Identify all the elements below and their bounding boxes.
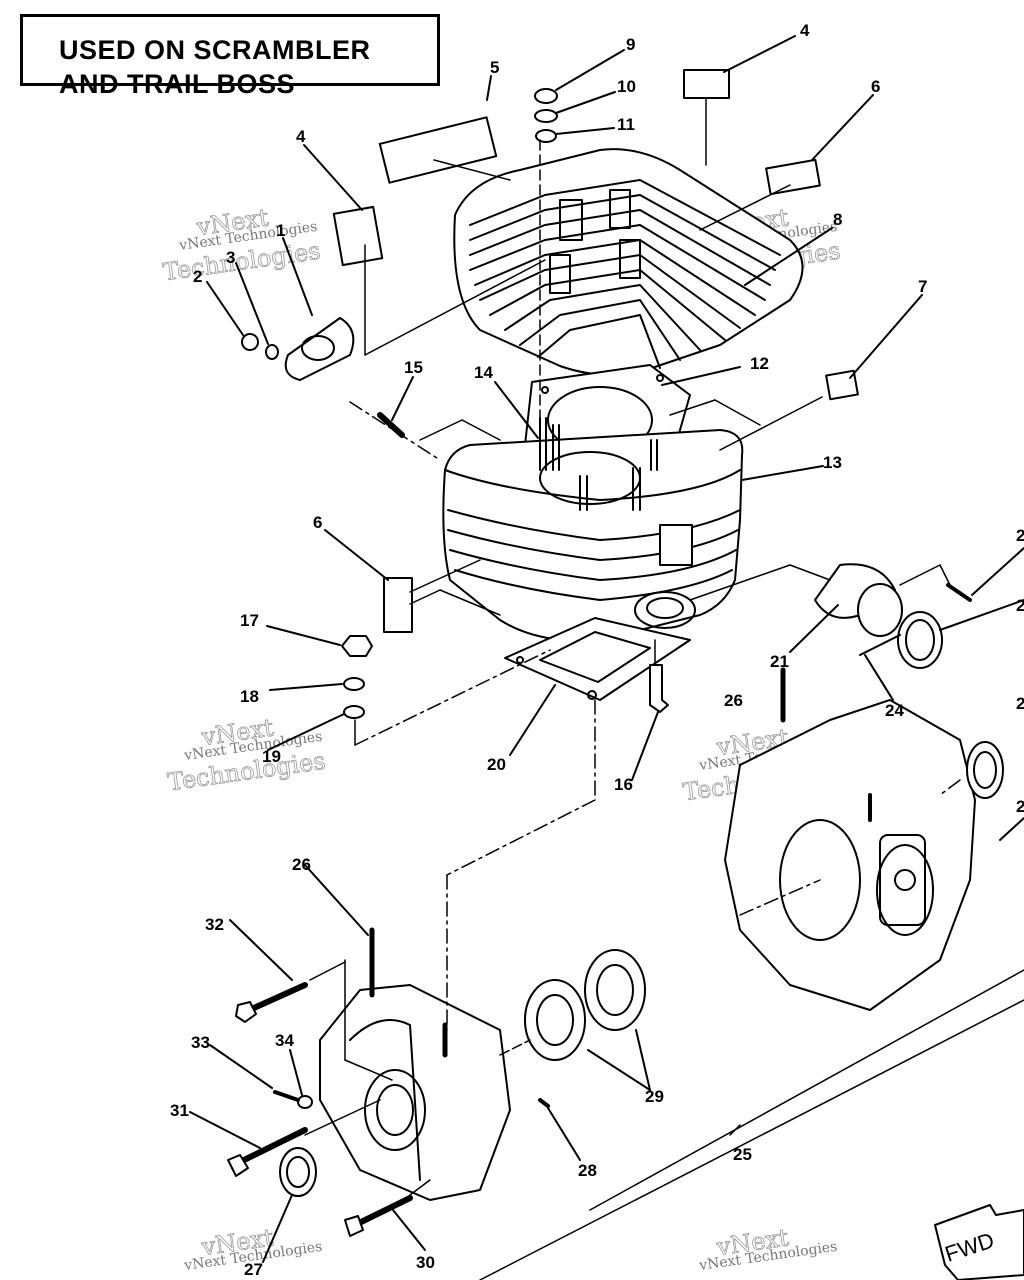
bolts-group bbox=[227, 982, 550, 1237]
callout-16: 16 bbox=[614, 775, 633, 794]
callout-3: 3 bbox=[226, 248, 235, 267]
callout-1: 1 bbox=[276, 221, 285, 240]
intake-group bbox=[814, 563, 972, 669]
callout-33: 33 bbox=[191, 1033, 210, 1052]
callout-11: 11 bbox=[617, 115, 635, 134]
callout-20: 20 bbox=[487, 755, 506, 774]
exhaust-gasket-group bbox=[241, 317, 405, 438]
callout-2-right-a: 2 bbox=[1016, 526, 1024, 545]
callout-29: 29 bbox=[645, 1087, 664, 1106]
callout-numbers: 1 2 3 4 4 5 6 6 7 8 9 10 11 12 13 14 15 … bbox=[170, 21, 1024, 1279]
callout-13: 13 bbox=[823, 453, 842, 472]
base-gasket bbox=[504, 617, 691, 701]
callout-26-right: 26 bbox=[724, 691, 743, 710]
forward-arrow: FWD bbox=[934, 1204, 1024, 1280]
callout-2-right-b: 2 bbox=[1016, 596, 1024, 615]
callout-7: 7 bbox=[918, 277, 927, 296]
callout-14: 14 bbox=[474, 363, 493, 382]
callout-19: 19 bbox=[262, 747, 281, 766]
title-line-1: USED ON SCRAMBLER bbox=[59, 35, 371, 65]
right-crankcase bbox=[724, 667, 1004, 1011]
callout-17: 17 bbox=[240, 611, 259, 630]
cylinder bbox=[442, 417, 744, 642]
callout-15: 15 bbox=[404, 358, 423, 377]
callout-2-right-c: 2 bbox=[1016, 694, 1024, 713]
leader-lines bbox=[304, 97, 1024, 1280]
nut-stack bbox=[534, 88, 558, 143]
callout-32: 32 bbox=[205, 915, 224, 934]
callout-4-right: 4 bbox=[800, 21, 810, 40]
callout-18: 18 bbox=[240, 687, 259, 706]
title-line-2: AND TRAIL BOSS bbox=[59, 69, 296, 99]
callout-4-left: 4 bbox=[296, 127, 306, 146]
callout-6-top: 6 bbox=[871, 77, 880, 96]
callout-8: 8 bbox=[833, 210, 842, 229]
callout-30: 30 bbox=[416, 1253, 435, 1272]
callout-6-left: 6 bbox=[313, 513, 322, 532]
callout-5: 5 bbox=[490, 58, 499, 77]
callout-2: 2 bbox=[193, 267, 202, 286]
left-crankcase bbox=[319, 927, 511, 1201]
callout-24: 24 bbox=[885, 701, 904, 720]
nut-washer-group bbox=[341, 635, 669, 719]
callout-12: 12 bbox=[750, 354, 769, 373]
callout-pointers bbox=[189, 35, 1024, 1263]
callout-31: 31 bbox=[170, 1101, 189, 1120]
callout-28: 28 bbox=[578, 1161, 597, 1180]
callout-34: 34 bbox=[275, 1031, 294, 1050]
callout-27: 27 bbox=[244, 1260, 263, 1279]
title-box: USED ON SCRAMBLER AND TRAIL BOSS bbox=[20, 14, 440, 99]
callout-26-left: 26 bbox=[292, 855, 311, 874]
bearings bbox=[524, 949, 646, 1061]
callout-21: 21 bbox=[770, 652, 789, 671]
callout-10: 10 bbox=[617, 77, 636, 96]
cylinder-head bbox=[453, 148, 804, 376]
callout-25: 25 bbox=[733, 1145, 752, 1164]
callout-2-right-d: 2 bbox=[1016, 797, 1024, 816]
brackets bbox=[332, 69, 859, 633]
callout-9: 9 bbox=[626, 35, 635, 54]
